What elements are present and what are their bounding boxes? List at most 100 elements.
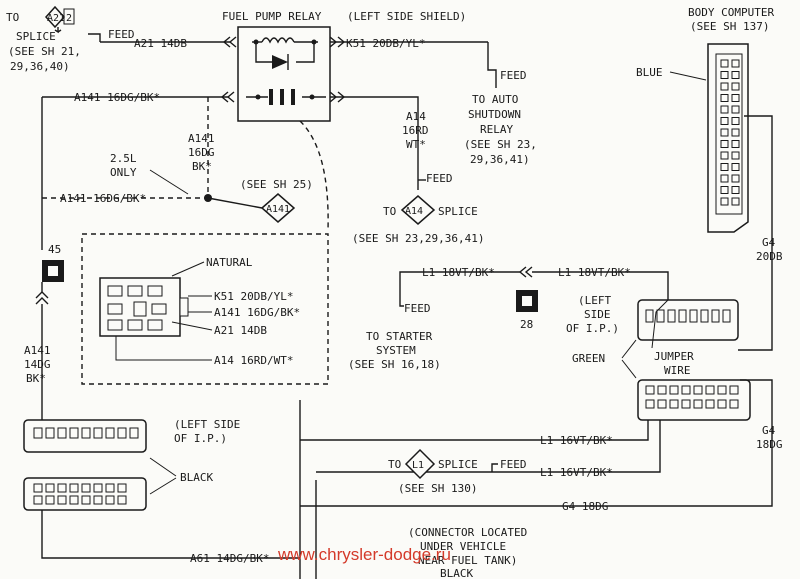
a141-diamond-label: A141 — [266, 204, 290, 215]
natural-label: NATURAL — [206, 256, 253, 269]
connector-a21-top-icon — [222, 36, 237, 48]
body-computer-pin — [720, 186, 729, 194]
a14-diamond-label: A14 — [405, 206, 423, 217]
body-computer-1: BODY COMPUTER — [688, 6, 774, 19]
wire-g4-18dg — [300, 379, 773, 507]
wire-a14 — [330, 96, 419, 190]
relay-title: FUEL PUMP RELAY — [222, 10, 322, 23]
ground-28-icon — [516, 290, 538, 312]
connector-k51-icon — [329, 36, 346, 48]
wire-a141-top-label: A141 16DG/BK* — [74, 91, 160, 104]
green-leader — [621, 339, 637, 379]
conn-note-3: NEAR FUEL TANK) — [418, 554, 517, 567]
body-computer-pin — [720, 174, 729, 183]
g4-20-1: G4 — [762, 236, 776, 249]
asd-3: RELAY — [480, 123, 513, 136]
left-ip-connector-natural — [23, 419, 147, 453]
pin-k51: K51 20DB/YL* — [214, 290, 293, 303]
black-bottom: BLACK — [440, 567, 473, 579]
body-computer-connector-icon — [707, 43, 749, 233]
wire-k51-top-label: K51 20DB/YL* — [346, 37, 425, 50]
feed-l1: FEED — [500, 458, 527, 471]
wire-l1-b: L1 18VT/BK* — [558, 266, 631, 279]
splice-top-to: TO — [6, 11, 19, 24]
ground-45-icon — [42, 260, 64, 282]
feed-starter: FEED — [404, 302, 431, 315]
green-label: GREEN — [572, 352, 605, 365]
body-computer-pin — [731, 71, 740, 79]
body-computer-pin — [731, 151, 740, 160]
body-computer-pin — [731, 174, 740, 183]
to-a14: TO — [383, 205, 396, 218]
a14-v1: A14 — [406, 110, 426, 123]
left-side-shield: (LEFT SIDE SHIELD) — [347, 10, 466, 23]
a141-v3: BK* — [192, 160, 212, 173]
watermark: www.chrysler-dodge.ru — [277, 545, 451, 564]
feed-asd: FEED — [500, 69, 527, 82]
connector-a141-top-icon — [220, 91, 235, 103]
a141-left-2: 14DG — [24, 358, 51, 371]
connector-l1-18-icon — [518, 266, 533, 278]
pin-a21: A21 14DB — [214, 324, 267, 337]
a141-left-1: A141 — [24, 344, 51, 357]
wire-bottom-verticals — [299, 400, 317, 579]
wire-a141-mid-label: A141 16DG/BK* — [60, 192, 146, 205]
left-ip-r3: OF I.P.) — [566, 322, 619, 335]
asd-4: (SEE SH 23, — [464, 138, 537, 151]
wire-a61 — [41, 510, 300, 559]
body-computer-2: (SEE SH 137) — [690, 20, 769, 33]
body-computer-pin — [731, 140, 740, 148]
body-computer-pin — [720, 71, 729, 79]
feed-asd-line — [487, 42, 497, 88]
splice-top-id: A21 — [47, 13, 65, 24]
black-left: BLACK — [180, 471, 213, 484]
body-computer-pin — [720, 197, 729, 206]
g4-18-1: G4 — [762, 424, 776, 437]
engine-note-1: 2.5L — [110, 152, 137, 165]
left-ip-r1: (LEFT — [578, 294, 611, 307]
wire-g4-20db — [738, 115, 773, 351]
asd-2: SHUTDOWN — [468, 108, 521, 121]
jumper-2: WIRE — [664, 364, 691, 377]
right-ip-connector-natural — [637, 299, 739, 341]
a14-v3: WT* — [406, 138, 426, 151]
wire-a21-top-label: A21 14DB — [134, 37, 187, 50]
wire-l1-16a — [300, 420, 649, 441]
body-computer-pin — [731, 117, 740, 125]
body-computer-pin — [720, 105, 729, 114]
lsip-1: (LEFT SIDE — [174, 418, 240, 431]
body-computer-pin — [731, 163, 740, 171]
a141-left-3: BK* — [26, 372, 46, 385]
splice-top-name: SPLICE — [16, 30, 56, 43]
body-computer-pin — [731, 128, 740, 137]
wire-l1-18-left — [399, 271, 520, 290]
engine-note-leader — [149, 169, 189, 195]
starter-1: TO STARTER — [366, 330, 433, 343]
l1-diamond: L1 — [404, 448, 436, 480]
splice-top-diamond: A21 2 — [44, 5, 75, 29]
ground-28-label: 28 — [520, 318, 533, 331]
body-computer-pin — [720, 140, 729, 148]
conn-note-1: (CONNECTOR LOCATED — [408, 526, 527, 539]
feed-a14: FEED — [426, 172, 453, 185]
relay-dashed-curve — [299, 120, 329, 231]
body-computer-pin — [720, 59, 729, 68]
body-computer-pin — [720, 117, 729, 125]
ground-45-label: 45 — [48, 243, 61, 256]
pin-a141: A141 16DG/BK* — [214, 306, 300, 319]
starter-2: SYSTEM — [376, 344, 416, 357]
relay-contact-icon — [246, 89, 326, 105]
body-computer-pin — [731, 197, 740, 206]
asd-5: 29,36,41) — [470, 153, 530, 166]
black-left-leader — [149, 457, 177, 495]
natural-leader — [171, 261, 205, 277]
conn-note-2: UNDER VEHICLE — [420, 540, 506, 553]
body-computer-pin — [731, 59, 740, 68]
splice-top-sheet: 2 — [66, 13, 72, 24]
a141-v1: A141 — [188, 132, 215, 145]
feed-a21-leader — [88, 33, 101, 42]
jumper-wire-line — [651, 299, 669, 349]
a141-diamond: A141 — [260, 193, 296, 223]
connector-a141-left-icon — [35, 291, 49, 305]
